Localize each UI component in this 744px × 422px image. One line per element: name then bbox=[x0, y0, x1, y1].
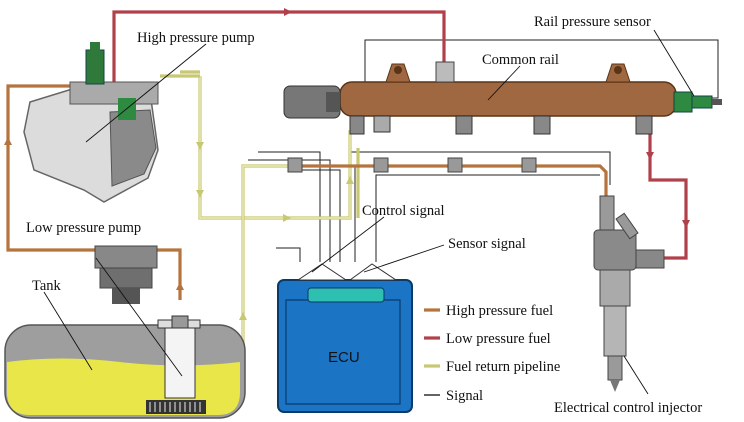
legend-item-signal: Signal bbox=[446, 388, 483, 404]
high-pressure-pump-label: High pressure pump bbox=[137, 30, 255, 46]
signal-wires bbox=[248, 39, 719, 262]
control-signal-label: Control signal bbox=[362, 203, 445, 219]
harness-connectors bbox=[287, 157, 537, 173]
legend: High pressure fuel Low pressure fuel Fue… bbox=[424, 303, 560, 404]
legend-item-high-pressure: High pressure fuel bbox=[446, 303, 553, 319]
electrical-control-injector bbox=[593, 195, 665, 392]
legend-item-low-pressure: Low pressure fuel bbox=[446, 331, 551, 347]
tank-label: Tank bbox=[32, 278, 62, 294]
low-pressure-pump bbox=[94, 245, 206, 414]
sensor-signal-label: Sensor signal bbox=[448, 236, 526, 252]
low-pressure-pipes bbox=[112, 8, 690, 260]
legend-item-return: Fuel return pipeline bbox=[446, 359, 560, 375]
tank bbox=[4, 324, 246, 419]
common-rail-label: Common rail bbox=[482, 52, 559, 68]
high-pressure-pump bbox=[23, 42, 159, 203]
ecu: ECU bbox=[277, 263, 413, 413]
leader-lines bbox=[43, 29, 695, 395]
rail-pressure-sensor bbox=[673, 91, 722, 113]
common-rail bbox=[283, 61, 677, 135]
ecu-label: ECU bbox=[328, 349, 360, 366]
low-pressure-pump-label: Low pressure pump bbox=[26, 220, 141, 236]
injector-label: Electrical control injector bbox=[554, 400, 702, 416]
rail-pressure-sensor-label: Rail pressure sensor bbox=[534, 14, 651, 30]
